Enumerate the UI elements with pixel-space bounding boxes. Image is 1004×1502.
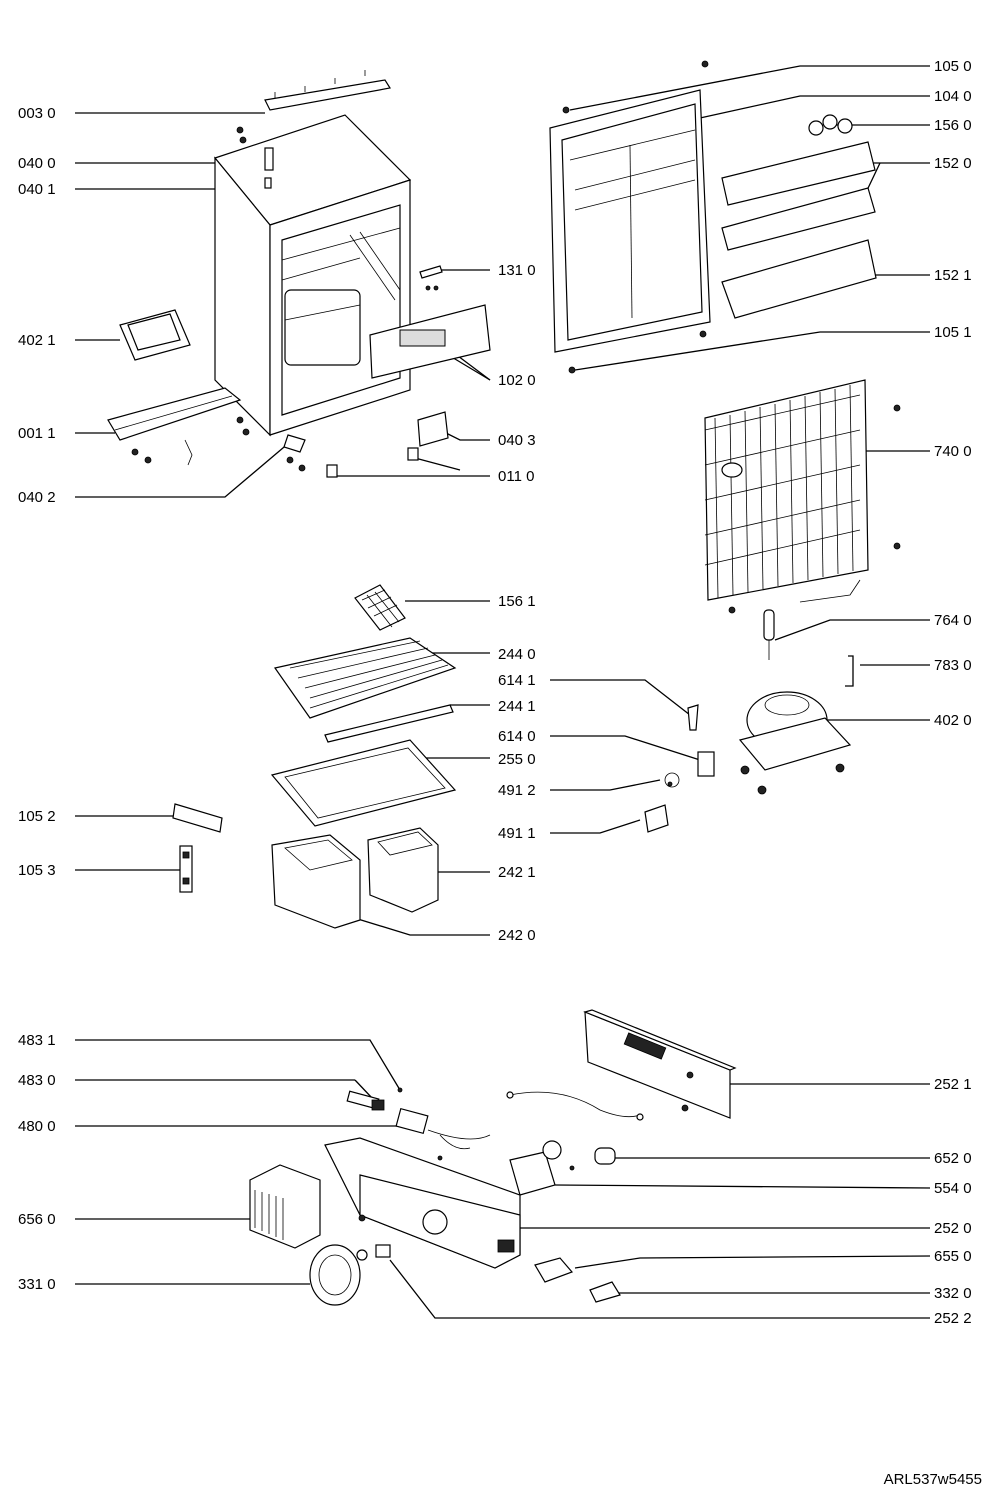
rod-part bbox=[845, 655, 854, 687]
callout-331-0: 331 0 bbox=[18, 1276, 56, 1293]
callout-105-2: 105 2 bbox=[18, 808, 56, 825]
callout-491-2: 491 2 bbox=[498, 782, 536, 799]
switch-parts bbox=[534, 1257, 621, 1303]
callout-105-1: 105 1 bbox=[934, 324, 972, 341]
door-part bbox=[549, 60, 711, 374]
crisper-drawers bbox=[271, 827, 439, 929]
callout-040-0: 040 0 bbox=[18, 155, 56, 172]
rail-001-1-part bbox=[107, 387, 250, 466]
callout-001-1: 001 1 bbox=[18, 425, 56, 442]
callout-554-0: 554 0 bbox=[934, 1180, 972, 1197]
lamp-cover-part bbox=[249, 1164, 321, 1249]
top-strip-part bbox=[264, 70, 391, 111]
callout-491-1: 491 1 bbox=[498, 825, 536, 842]
label-plates bbox=[172, 803, 223, 893]
cabinet-body-part bbox=[213, 114, 412, 437]
control-housing-part bbox=[324, 1137, 521, 1269]
callout-003-0: 003 0 bbox=[18, 105, 56, 122]
wiring-parts bbox=[346, 1087, 644, 1150]
callout-156-1: 156 1 bbox=[498, 593, 536, 610]
callout-011-0: 011 0 bbox=[498, 468, 534, 485]
callout-655-0: 655 0 bbox=[934, 1248, 972, 1265]
callout-252-0: 252 0 bbox=[934, 1220, 972, 1237]
callout-244-0: 244 0 bbox=[498, 646, 536, 663]
drawer-flap-part bbox=[369, 304, 491, 379]
callout-656-0: 656 0 bbox=[18, 1211, 56, 1228]
callout-156-0: 156 0 bbox=[934, 117, 972, 134]
callout-255-0: 255 0 bbox=[498, 751, 536, 768]
strip-244-1-part bbox=[324, 704, 454, 743]
callout-152-1: 152 1 bbox=[934, 267, 972, 284]
small-fasteners bbox=[236, 126, 443, 291]
grid-156-1-part bbox=[354, 584, 406, 631]
callout-614-1: 614 1 bbox=[498, 672, 536, 689]
callout-614-0: 614 0 bbox=[498, 728, 536, 745]
door-shelves bbox=[721, 114, 877, 319]
callout-102-0: 102 0 bbox=[498, 372, 536, 389]
callout-labels: 003 0 040 0 040 1 402 1 001 1 040 2 131 … bbox=[18, 58, 972, 1327]
callout-242-0: 242 0 bbox=[498, 927, 536, 944]
callout-252-2: 252 2 bbox=[934, 1310, 972, 1327]
callout-483-0: 483 0 bbox=[18, 1072, 56, 1089]
callout-783-0: 783 0 bbox=[934, 657, 972, 674]
ring-knob-parts bbox=[309, 1244, 391, 1306]
callout-764-0: 764 0 bbox=[934, 612, 972, 629]
callout-040-3: 040 3 bbox=[498, 432, 536, 449]
compressor-part bbox=[738, 691, 852, 795]
back-plate-part bbox=[583, 1009, 737, 1119]
callout-104-0: 104 0 bbox=[934, 88, 972, 105]
callout-402-0: 402 0 bbox=[934, 712, 972, 729]
glass-shelf-part bbox=[270, 739, 457, 827]
electrical-small-parts bbox=[644, 704, 715, 833]
callout-105-3: 105 3 bbox=[18, 862, 56, 879]
box-402-1-part bbox=[119, 309, 191, 361]
callout-252-1: 252 1 bbox=[934, 1076, 972, 1093]
wire-shelf-part bbox=[273, 637, 457, 719]
callout-483-1: 483 1 bbox=[18, 1032, 56, 1049]
leader-lines bbox=[75, 65, 931, 1319]
thermostat-lamp-parts bbox=[509, 1140, 616, 1196]
callout-652-0: 652 0 bbox=[934, 1150, 972, 1167]
callout-740-0: 740 0 bbox=[934, 443, 972, 460]
callout-152-0: 152 0 bbox=[934, 155, 972, 172]
condenser-part bbox=[704, 379, 901, 614]
callout-242-1: 242 1 bbox=[498, 864, 536, 881]
callout-480-0: 480 0 bbox=[18, 1118, 56, 1135]
callout-332-0: 332 0 bbox=[934, 1285, 972, 1302]
callout-131-0: 131 0 bbox=[498, 262, 536, 279]
callout-040-1: 040 1 bbox=[18, 181, 56, 198]
callout-402-1: 402 1 bbox=[18, 332, 56, 349]
drawing-reference-code: ARL537w5455 bbox=[883, 1471, 982, 1488]
callout-040-2: 040 2 bbox=[18, 489, 56, 506]
drier-part bbox=[763, 609, 775, 660]
hinge-parts bbox=[283, 411, 449, 478]
callout-105-0: 105 0 bbox=[934, 58, 972, 75]
callout-244-1: 244 1 bbox=[498, 698, 536, 715]
